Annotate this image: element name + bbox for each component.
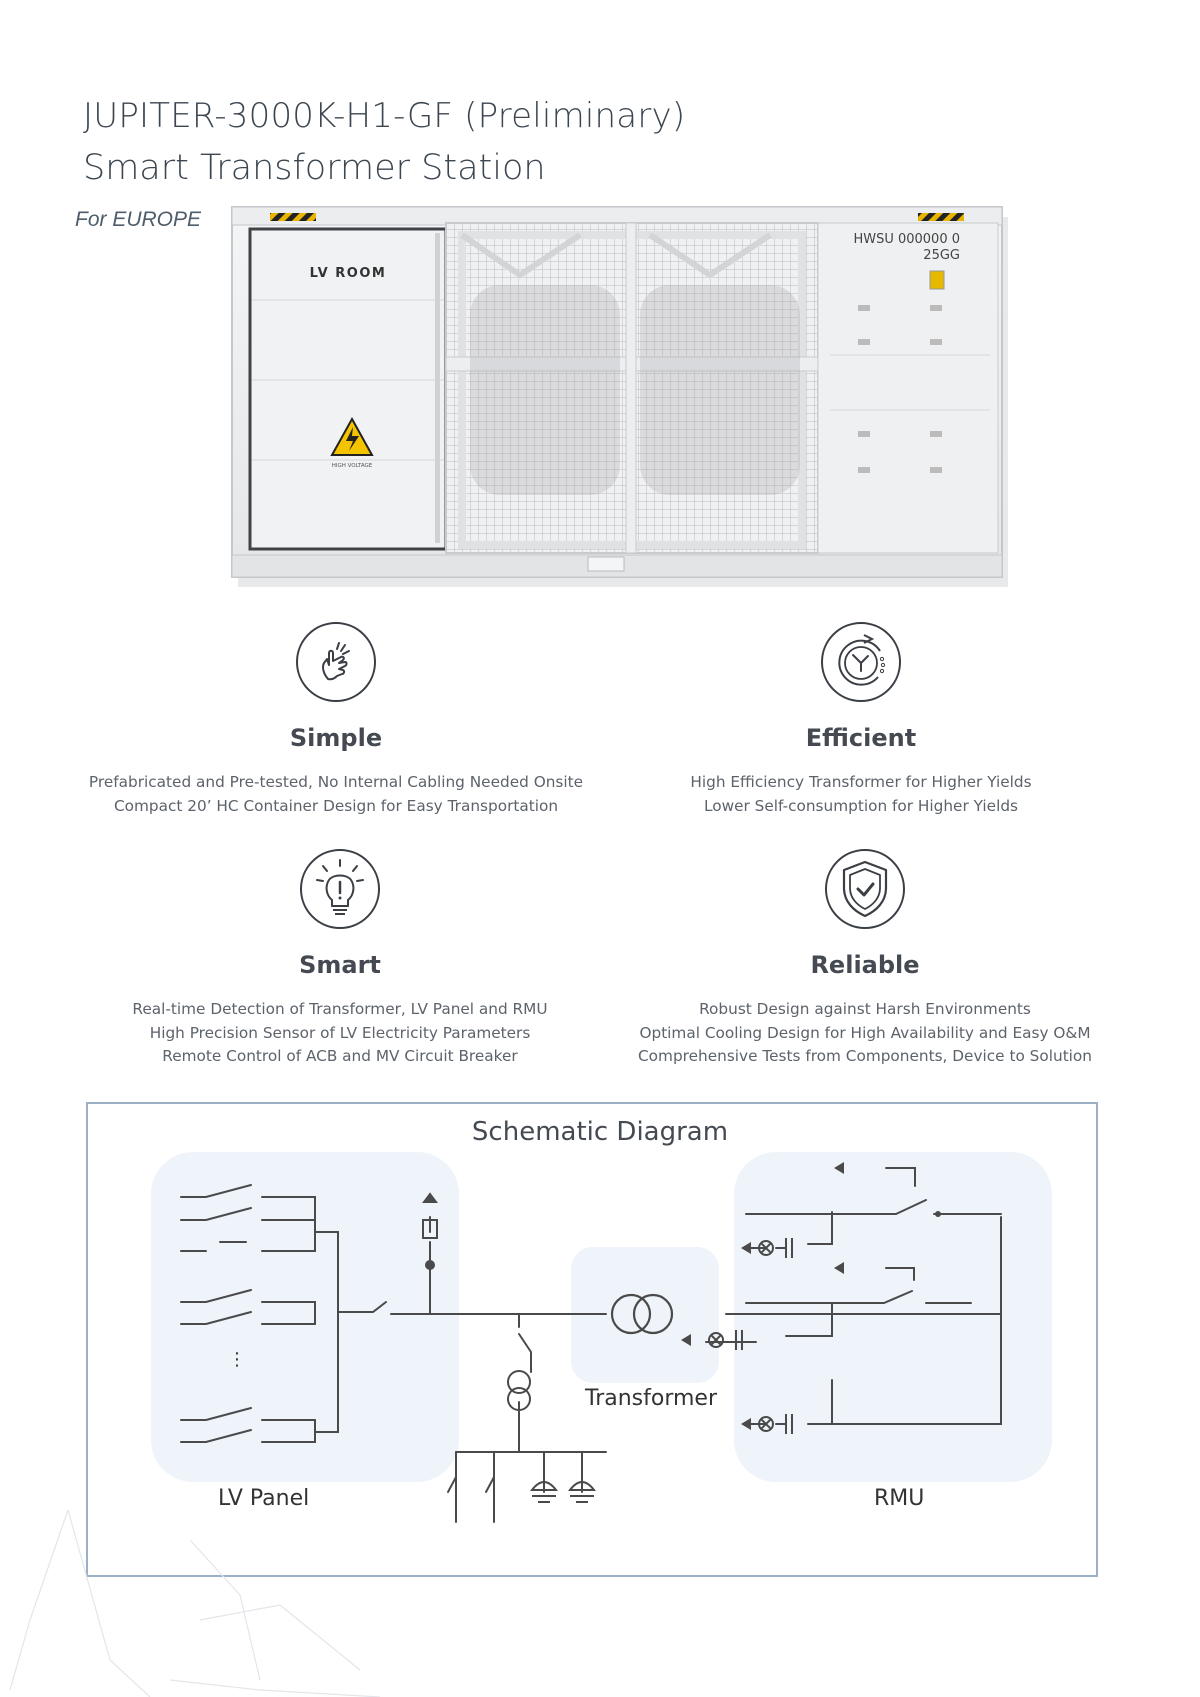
lv-panel-region bbox=[151, 1152, 459, 1482]
feature-title: Reliable bbox=[810, 951, 920, 979]
feature-description: Robust Design against Harsh Environments… bbox=[605, 998, 1125, 1069]
clock-arrow-icon bbox=[821, 622, 901, 702]
schematic-diagram-frame bbox=[86, 1102, 1098, 1577]
feature-description: Real-time Detection of Transformer, LV P… bbox=[80, 998, 600, 1069]
region-label: For EUROPE bbox=[75, 208, 202, 231]
shield-check-icon bbox=[825, 849, 905, 929]
feature-title: Simple bbox=[289, 724, 383, 752]
lightbulb-icon bbox=[300, 849, 380, 929]
decorative-network-lines bbox=[9, 1509, 381, 1697]
container-code-type: 25GG bbox=[923, 248, 960, 263]
feature-description: Prefabricated and Pre-tested, No Interna… bbox=[76, 771, 596, 818]
lv-panel-label: LV Panel bbox=[218, 1486, 310, 1511]
feature-title: Efficient bbox=[805, 724, 917, 752]
container-code: HWSU 000000 0 bbox=[853, 232, 960, 247]
feature-line: Real-time Detection of Transformer, LV P… bbox=[132, 1000, 548, 1018]
feature-line: Compact 20’ HC Container Design for Easy… bbox=[113, 796, 559, 815]
lv-room-label: LV ROOM bbox=[310, 266, 387, 281]
transformer-region bbox=[571, 1247, 719, 1383]
feature-line: High Precision Sensor of LV Electricity … bbox=[149, 1023, 531, 1042]
feature-line: Prefabricated and Pre-tested, No Interna… bbox=[88, 773, 584, 791]
feature-line: Robust Design against Harsh Environments bbox=[699, 1000, 1031, 1018]
feature-line: Optimal Cooling Design for High Availabi… bbox=[639, 1023, 1091, 1042]
aux-transformer-symbol bbox=[507, 1370, 531, 1411]
feature-description: High Efficiency Transformer for Higher Y… bbox=[601, 771, 1121, 818]
schematic-diagram: ⋮ bbox=[151, 1152, 1052, 1523]
transformer-label: Transformer bbox=[585, 1386, 718, 1411]
schematic-title: Schematic Diagram bbox=[471, 1117, 729, 1147]
transformer-station-image: LV ROOM HIGH VOLTAGE HWSU 000000 0 25GG bbox=[231, 206, 1008, 587]
high-voltage-label: HIGH VOLTAGE bbox=[332, 463, 373, 469]
feature-line: High Efficiency Transformer for Higher Y… bbox=[690, 773, 1032, 791]
rmu-region bbox=[734, 1152, 1052, 1482]
feature-line: Lower Self-consumption for Higher Yields bbox=[703, 796, 1019, 815]
ellipsis-mark: ⋮ bbox=[228, 1349, 246, 1370]
transformer-symbol bbox=[610, 1293, 674, 1335]
rmu-label: RMU bbox=[874, 1486, 925, 1511]
feature-line: Comprehensive Tests from Components, Dev… bbox=[638, 1047, 1092, 1065]
feature-line: Remote Control of ACB and MV Circuit Bre… bbox=[162, 1047, 518, 1065]
product-name-title: Smart Transformer Station bbox=[83, 148, 546, 188]
hand-pointer-icon bbox=[296, 622, 376, 702]
feature-title: Smart bbox=[299, 951, 381, 979]
product-model-title: JUPITER-3000K-H1-GF (Preliminary) bbox=[83, 96, 686, 136]
